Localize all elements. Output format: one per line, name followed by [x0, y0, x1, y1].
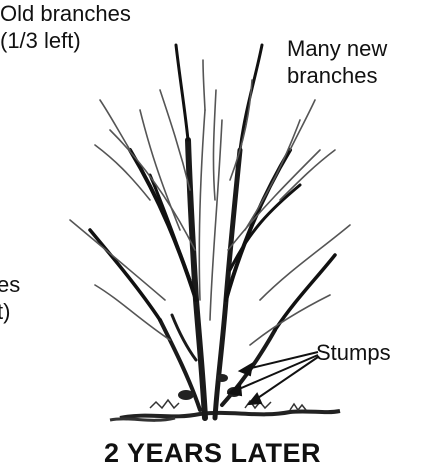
- new-branches: [70, 60, 350, 345]
- old-branches-line2: (1/3 left): [0, 28, 81, 53]
- cut-off-line2: t): [0, 299, 10, 324]
- new-branches-line1: Many new: [287, 36, 387, 61]
- cut-off-line1: es: [0, 272, 20, 297]
- cut-off-label: es t): [0, 271, 20, 325]
- old-branches-line1: Old branches: [0, 1, 131, 26]
- stumps-label: Stumps: [316, 339, 391, 366]
- new-branches-line2: branches: [287, 63, 378, 88]
- caption: 2 YEARS LATER: [0, 438, 425, 469]
- new-branches-label: Many new branches: [287, 35, 387, 89]
- old-branches-label: Old branches (1/3 left): [0, 0, 131, 54]
